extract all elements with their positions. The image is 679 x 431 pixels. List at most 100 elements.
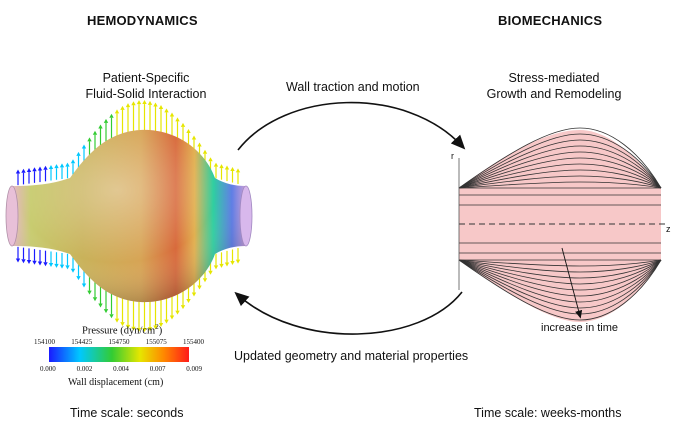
displacement-vector-head <box>48 263 54 268</box>
displacement-vector-head <box>142 100 147 105</box>
growth-profile-curve <box>458 259 662 309</box>
left-subtitle: Patient-Specific Fluid-Solid Interaction <box>46 70 246 102</box>
displacement-vector-head <box>191 292 197 297</box>
displacement-vector-head <box>186 128 191 133</box>
displacement-vector-head <box>81 283 87 288</box>
bottom-arrow-label: Updated geometry and material properties <box>234 349 469 363</box>
growth-profile-curve <box>458 169 662 189</box>
displacement-vector-head <box>48 164 54 169</box>
displacement-vector-head <box>114 109 120 114</box>
growth-profile-curve <box>458 133 662 189</box>
displacement-vector-head <box>65 265 70 270</box>
pressure-colorbar <box>49 347 189 362</box>
displacement-vector-head <box>114 318 120 323</box>
displacement-vector-head <box>103 118 109 123</box>
growth-profile-curve <box>458 259 662 285</box>
displacement-tick: 0.007 <box>149 365 166 373</box>
displacement-tick: 0.000 <box>40 365 56 373</box>
displacement-tick: 0.002 <box>76 365 93 373</box>
displacement-vector-head <box>98 303 103 308</box>
growth-profile-curve <box>458 181 662 189</box>
displacement-vector-head <box>81 144 87 149</box>
growth-profile-curve <box>458 259 662 321</box>
z-axis-label: z <box>666 224 671 234</box>
displacement-vector-head <box>15 169 21 174</box>
displacement-vector-head <box>224 165 230 170</box>
displacement-vector-head <box>230 166 235 171</box>
right-subtitle: Stress-mediated Growth and Remodeling <box>454 70 654 102</box>
growth-profile-curve <box>458 163 662 189</box>
displacement-tick: 0.004 <box>113 365 129 373</box>
displacement-vector-head <box>131 101 136 106</box>
displacement-vector-head <box>208 157 213 162</box>
displacement-vector-head <box>109 113 114 118</box>
growth-profile-curve <box>458 157 662 189</box>
displacement-vector-head <box>59 264 65 269</box>
displacement-vector-head <box>191 135 197 140</box>
displacement-vector-head <box>92 297 98 302</box>
right-time-scale: Time scale: weeks-months <box>474 406 622 420</box>
displacement-vector-head <box>21 168 26 173</box>
displacement-vector-head <box>43 262 48 267</box>
displacement-vector-head <box>32 260 37 265</box>
pressure-ticks: 154100 154425 154750 155075 155400 <box>34 338 204 346</box>
growth-profile-curve <box>458 145 662 189</box>
vessel-inlet <box>5 185 19 247</box>
growth-profile-curve <box>458 151 662 189</box>
displacement-vector-head <box>175 310 180 315</box>
displacement-vector-head <box>87 290 92 295</box>
pressure-title-sup: 2 <box>155 323 159 331</box>
right-subtitle-line2: Growth and Remodeling <box>486 87 622 101</box>
displacement-vector-head <box>202 149 208 154</box>
displacement-vector-head <box>147 100 153 105</box>
pressure-colorbar-title: Pressure (dyn/cm2) <box>82 323 162 337</box>
displacement-vector-head <box>158 322 164 327</box>
displacement-ticks: 0.000 0.002 0.004 0.007 0.009 <box>40 365 202 373</box>
displacement-vector-head <box>208 270 213 275</box>
displacement-vector-head <box>169 112 175 117</box>
displacement-vector-head <box>87 137 92 142</box>
pressure-tick: 154750 <box>108 338 130 346</box>
displacement-vector-head <box>197 142 202 147</box>
vessel-outlet <box>239 185 253 247</box>
r-axis-label: r <box>451 151 454 161</box>
displacement-vector-head <box>169 315 175 320</box>
displacement-vector-head <box>175 117 180 122</box>
annotation-pointer <box>561 247 583 319</box>
growth-profile-curve <box>458 139 662 189</box>
displacement-vector-head <box>26 259 32 264</box>
displacement-vector-head <box>120 322 125 327</box>
displacement-vector-head <box>65 162 70 167</box>
displacement-vector-head <box>125 103 131 108</box>
displacement-colorbar-title: Wall displacement (cm) <box>68 377 164 388</box>
displacement-vector-head <box>54 263 59 268</box>
pressure-tick: 154425 <box>71 338 93 346</box>
left-subtitle-line2: Fluid-Solid Interaction <box>85 87 207 101</box>
right-subtitle-line1: Stress-mediated <box>508 71 600 85</box>
displacement-vector-head <box>158 105 164 110</box>
hemodynamics-heading: HEMODYNAMICS <box>87 13 198 28</box>
displacement-tick: 0.009 <box>186 365 202 373</box>
displacement-vector-head <box>37 166 43 171</box>
displacement-vector-head <box>230 261 235 266</box>
pressure-tick: 155075 <box>145 338 167 346</box>
displacement-vector-head <box>103 309 109 314</box>
displacement-vector-head <box>164 319 169 324</box>
top-arrow-label: Wall traction and motion <box>286 80 420 94</box>
displacement-vector-head <box>153 102 158 107</box>
displacement-vector-head <box>147 327 153 332</box>
displacement-vector-head <box>153 325 158 330</box>
displacement-vector-head <box>197 285 202 290</box>
bottom-curved-arrow <box>234 291 463 335</box>
displacement-vector-head <box>219 263 224 268</box>
pressure-tick: 155400 <box>183 338 204 346</box>
displacement-vector-head <box>213 265 219 270</box>
growth-profile-curve <box>458 259 662 297</box>
displacement-vector-head <box>180 305 186 310</box>
displacement-vector-head <box>202 278 208 283</box>
displacement-vector-head <box>59 163 65 168</box>
displacement-vector-head <box>54 164 59 169</box>
displacement-vector-head <box>219 164 224 169</box>
displacement-vector-head <box>164 108 169 113</box>
